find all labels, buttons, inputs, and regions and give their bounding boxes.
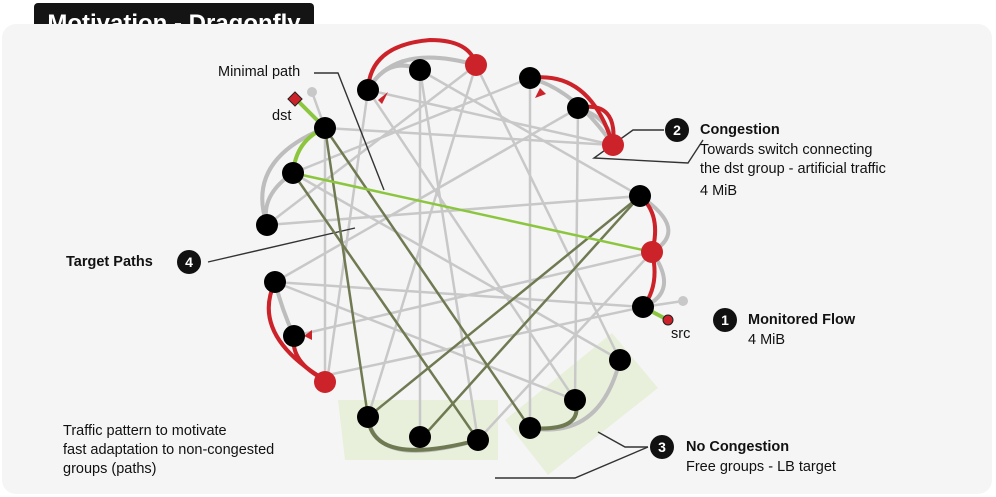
switch-node <box>629 185 651 207</box>
global-link <box>274 280 576 402</box>
switch-node <box>282 162 304 184</box>
congestion-size: 4 MiB <box>700 183 738 199</box>
switch-node <box>567 97 589 119</box>
switch-node <box>519 417 541 439</box>
alt-path-link <box>323 127 370 418</box>
switch-node <box>632 296 654 318</box>
switch-node <box>409 426 431 448</box>
global-link <box>366 64 478 418</box>
badges: 4 2 1 3 <box>177 118 737 459</box>
arrow-icon <box>535 88 546 98</box>
switch-node <box>256 214 278 236</box>
switch-node <box>357 79 379 101</box>
congestion-description: Towards switch connecting the dst group … <box>700 142 886 177</box>
src-host-icon <box>662 314 674 326</box>
traffic-pattern-note: Traffic pattern to motivate fast adaptat… <box>63 423 275 477</box>
badge-2 <box>665 118 689 142</box>
badge-3 <box>650 435 674 459</box>
aux-host <box>307 87 317 97</box>
badge-1 <box>713 308 737 332</box>
alt-path-link <box>367 195 641 418</box>
global-link <box>292 171 621 362</box>
alt-path-link <box>291 172 480 441</box>
global-link <box>418 69 480 441</box>
global-link <box>327 305 644 377</box>
global-link <box>266 194 641 227</box>
switch-node <box>357 406 379 428</box>
switch-node <box>519 67 541 89</box>
minimal-path-leader <box>314 72 385 191</box>
monitored-flow-title: Monitored Flow <box>748 312 856 328</box>
badge-3-number: 3 <box>658 439 666 455</box>
minimal-path-global <box>292 171 653 254</box>
local-link <box>366 55 477 91</box>
congested-switch-node <box>641 241 663 263</box>
no-congestion-leader-1 <box>597 431 648 448</box>
no-congestion-description: Free groups - LB target <box>686 459 836 475</box>
congested-link <box>366 37 478 91</box>
switch-node <box>467 429 489 451</box>
badge-4-number: 4 <box>185 254 193 270</box>
global-link <box>274 280 644 309</box>
badge-4 <box>177 250 201 274</box>
dst-label: dst <box>272 108 292 124</box>
global-link <box>266 64 477 226</box>
global-links <box>266 64 653 441</box>
global-link <box>292 76 531 175</box>
badge-1-number: 1 <box>721 312 729 328</box>
switch-node <box>314 117 336 139</box>
arrow-icon <box>304 330 312 340</box>
congested-link <box>529 75 615 146</box>
congested-switch-node <box>314 371 336 393</box>
congested-switch-node <box>465 54 487 76</box>
alt-path-link <box>419 195 641 441</box>
switches <box>256 54 663 451</box>
no-congestion-title: No Congestion <box>686 439 790 455</box>
switch-node <box>609 349 631 371</box>
switch-node <box>264 271 286 293</box>
diagram-background <box>2 24 992 494</box>
global-link <box>573 107 580 401</box>
src-label: src <box>671 326 691 342</box>
annotation-leaders <box>207 72 704 479</box>
switch-node <box>283 325 305 347</box>
target-paths-leader <box>207 227 356 263</box>
global-link <box>367 88 614 147</box>
alternative-paths <box>291 127 641 441</box>
congestion-leader <box>591 129 704 164</box>
target-paths-label: Target Paths <box>66 254 153 270</box>
alt-path-link <box>323 127 532 429</box>
switch-node <box>409 59 431 81</box>
congested-switch-node <box>602 134 624 156</box>
switch-node <box>564 389 586 411</box>
arrow-icon <box>378 92 388 104</box>
badge-2-number: 2 <box>673 122 681 138</box>
global-link <box>324 126 614 147</box>
aux-host <box>678 296 688 306</box>
congestion-title: Congestion <box>700 122 780 138</box>
no-congestion-leader-2 <box>495 446 649 479</box>
global-link <box>366 89 577 401</box>
dst-host-icon <box>287 91 303 107</box>
minimal-path-label: Minimal path <box>218 64 301 80</box>
global-link <box>477 251 653 441</box>
congestion-arrows <box>304 88 546 340</box>
monitored-flow-size: 4 MiB <box>748 332 786 348</box>
